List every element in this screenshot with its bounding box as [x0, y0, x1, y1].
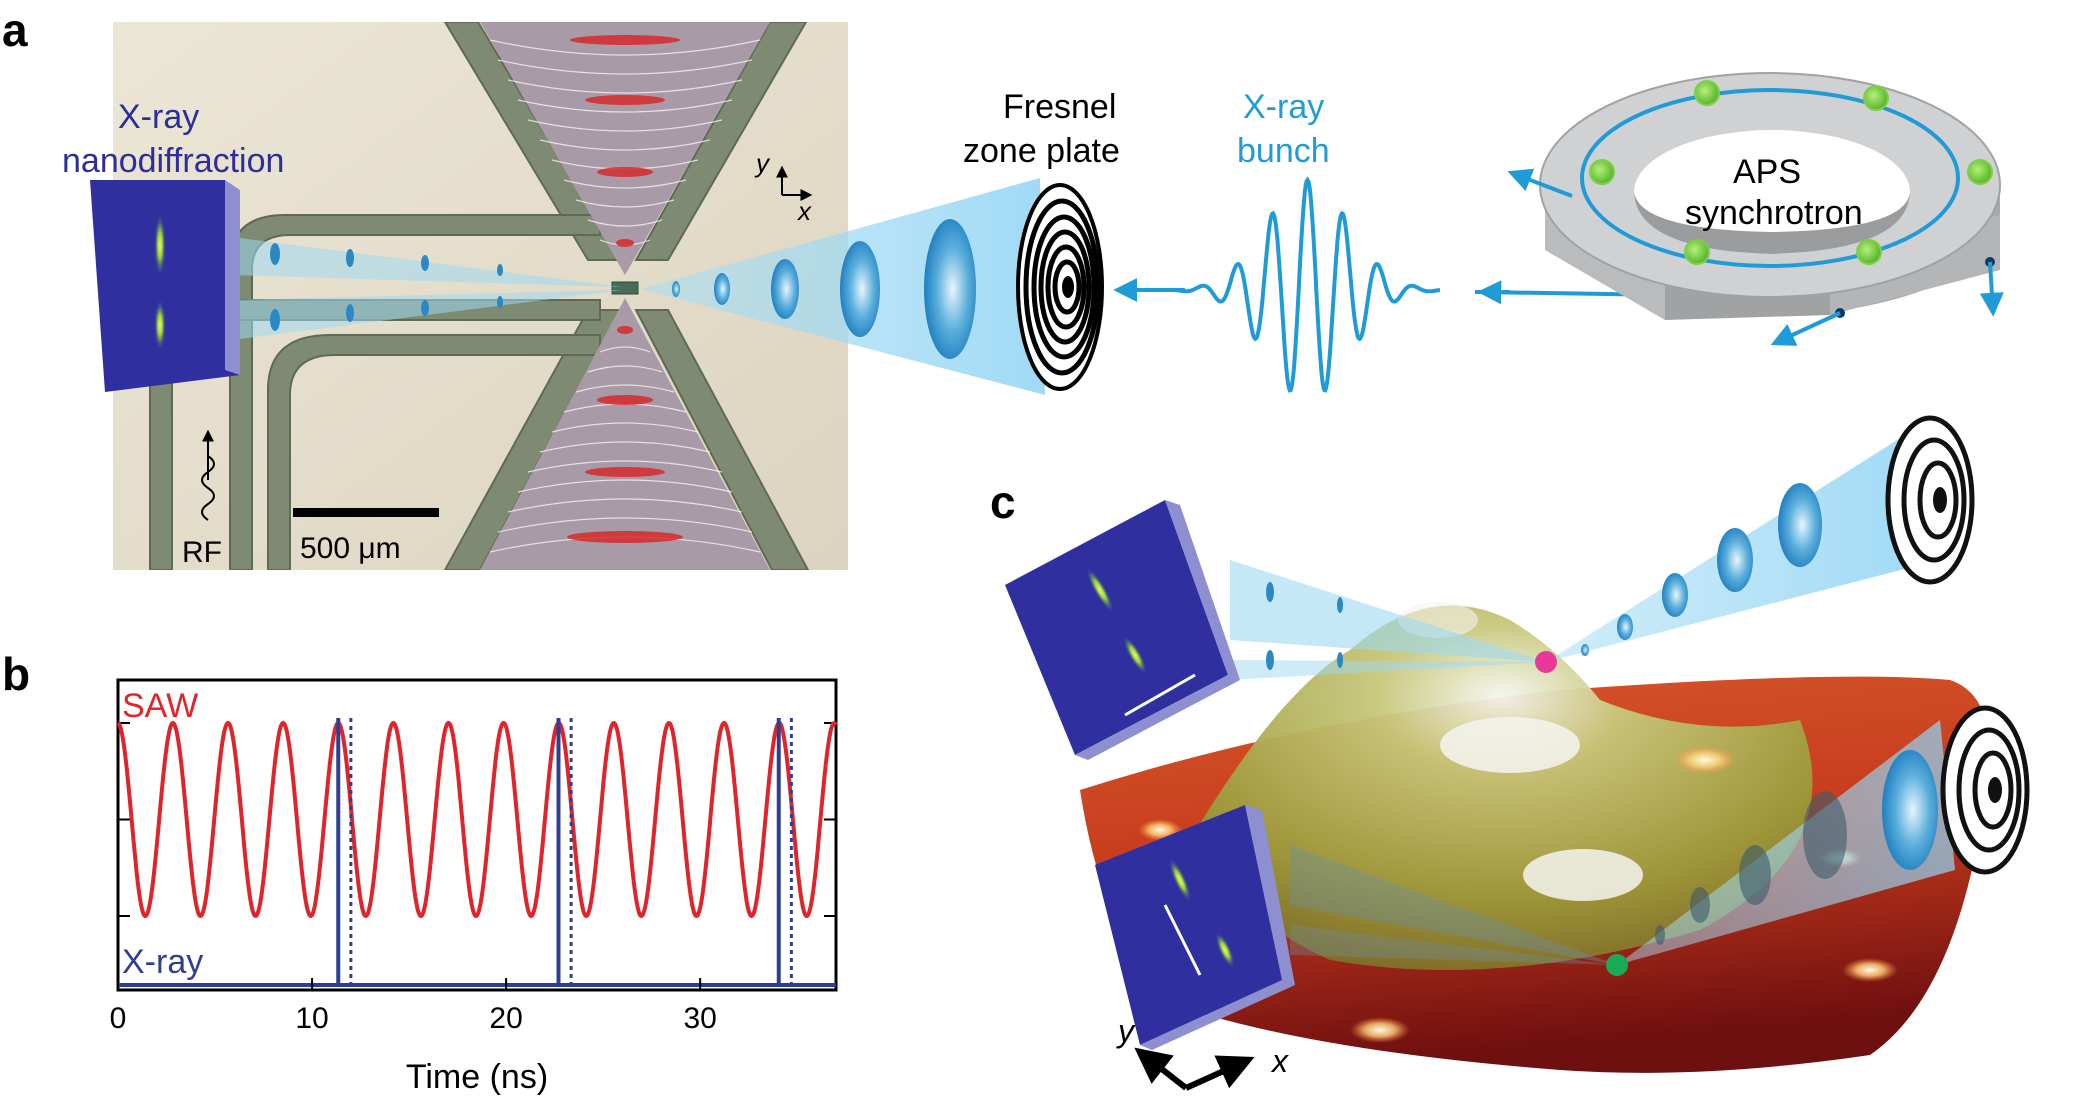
saw-series-line [116, 720, 838, 919]
detector-a [90, 180, 240, 392]
x-tick-label-20: 20 [489, 1002, 522, 1035]
zone-plate-label-line1: Fresnel [1003, 88, 1116, 126]
axis-y-label-c: y [1116, 1013, 1136, 1049]
x-tick-label-30: 30 [683, 1002, 716, 1035]
axis-x-label-a: x [796, 196, 812, 226]
idt-top [480, 22, 770, 275]
saw-series-label: SAW [122, 687, 198, 725]
synchrotron-label-line2: synchrotron [1685, 194, 1863, 232]
focal-point-magenta [1535, 651, 1557, 673]
bunch-label-line1: X-ray [1243, 88, 1324, 126]
detector-label-line2: nanodiffraction [62, 142, 284, 180]
xray-bunch-icon [1113, 176, 1441, 393]
zone-plate-label-line2: zone plate [963, 132, 1120, 170]
rf-label: RF [182, 536, 222, 569]
panel-a-letter: a [2, 4, 28, 56]
beam-lower-c [1290, 705, 2030, 965]
panel-c-letter: c [990, 476, 1016, 528]
detector-c-upper [1005, 500, 1240, 760]
focal-point-green [1606, 954, 1628, 976]
idt-bottom [480, 298, 770, 570]
x-axis-label: Time (ns) [406, 1058, 548, 1096]
synchrotron-label-line1: APS [1733, 153, 1801, 191]
scale-bar [293, 508, 439, 517]
aps-synchrotron-icon [1507, 72, 2004, 346]
beam-upper-c [1230, 415, 1975, 680]
axis-indicator-c [1134, 1047, 1255, 1091]
detector-c-lower [1095, 805, 1295, 1050]
bunch-label-line2: bunch [1237, 132, 1330, 170]
focusing-cone-a [640, 178, 1045, 395]
axis-x-label-c: x [1270, 1043, 1289, 1079]
panel-b-letter: b [2, 648, 30, 700]
timing-chart: 0 10 20 30 [110, 678, 838, 1035]
axis-y-label-a: y [754, 148, 771, 178]
diffracted-beams [232, 237, 622, 340]
saw-surface-3d [1080, 602, 1990, 1073]
fresnel-zone-plate-a [1016, 183, 1104, 391]
xray-series-label: X-ray [122, 943, 203, 981]
axis-indicator-a [776, 165, 813, 201]
chart-frame [116, 678, 838, 992]
x-tick-label-0: 0 [110, 1002, 127, 1035]
rf-wave-icon [201, 429, 215, 521]
detector-label-line1: X-ray [118, 98, 199, 136]
scale-bar-label: 500 μm [300, 532, 401, 565]
x-tick-label-10: 10 [295, 1002, 328, 1035]
